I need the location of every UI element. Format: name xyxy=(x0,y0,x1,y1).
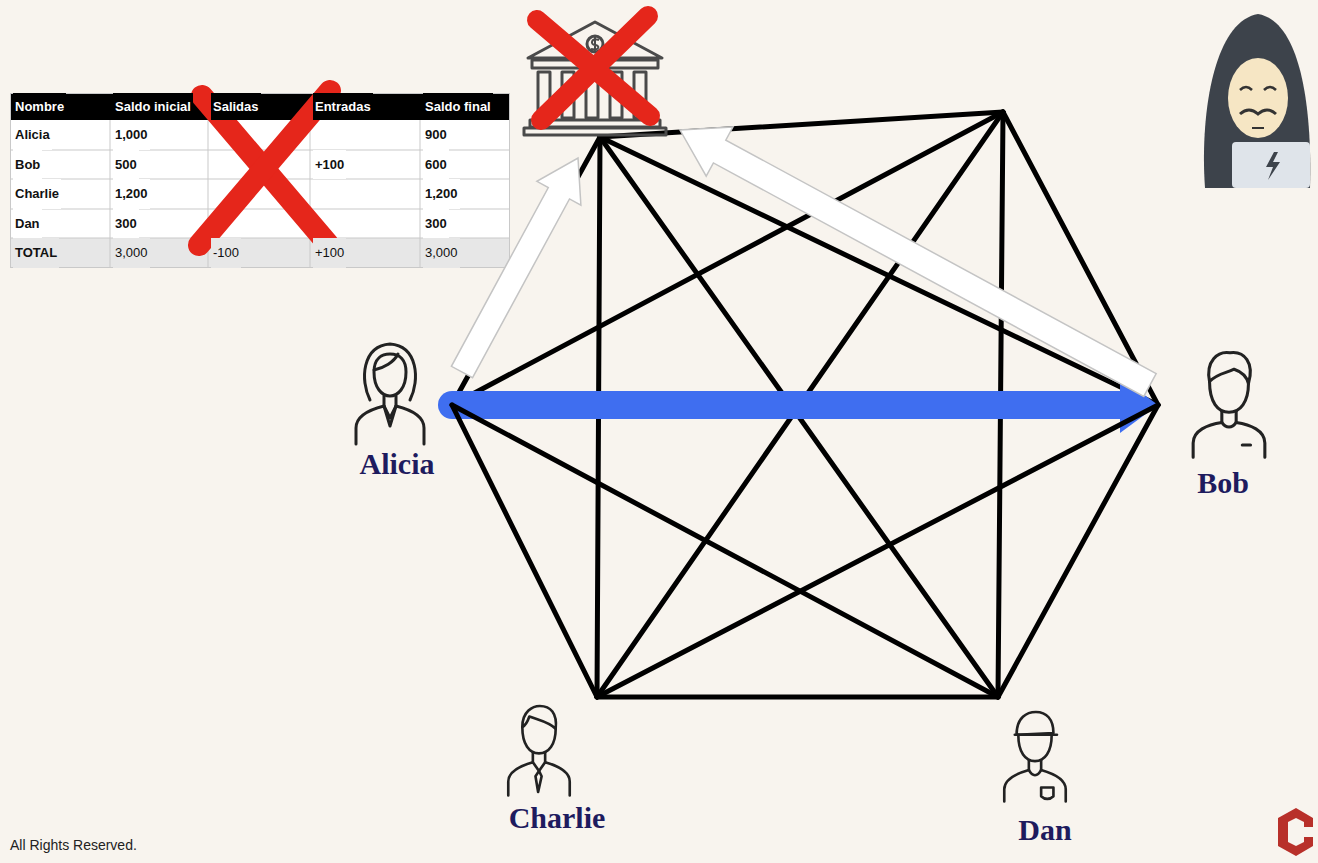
table-cell: 900 xyxy=(423,120,449,150)
icon-stroke xyxy=(356,406,424,444)
person-icon xyxy=(1187,340,1271,466)
white-arrow xyxy=(680,127,1156,397)
person-name: Charlie xyxy=(492,801,622,835)
icon-stroke xyxy=(535,771,541,792)
network-link xyxy=(998,405,1158,697)
icon-stroke xyxy=(1017,712,1054,735)
icon-stroke xyxy=(384,406,396,426)
table-rule xyxy=(110,120,111,268)
person-name: Bob xyxy=(1158,466,1288,500)
table-cell: Bob xyxy=(13,150,42,179)
footer-note: All Rights Reserved. xyxy=(8,836,139,854)
icon-stroke xyxy=(508,762,569,795)
table-rule xyxy=(420,120,421,268)
person-name: Dan xyxy=(990,813,1100,847)
table-cell: -100 xyxy=(211,238,241,268)
network-link xyxy=(597,695,998,700)
laptop-bolt xyxy=(1266,152,1280,180)
icon-stroke xyxy=(1210,381,1249,412)
icon-stroke xyxy=(374,354,406,396)
icon-stroke xyxy=(365,344,416,400)
table-cell: +100 xyxy=(313,238,346,268)
table-cell: Saldo final xyxy=(423,93,493,120)
bank-coin-mark xyxy=(591,36,599,52)
icon-stroke xyxy=(533,753,545,763)
icon-stroke xyxy=(1193,422,1265,457)
table-cell: Charlie xyxy=(13,179,61,209)
table-cell: +100 xyxy=(313,150,346,179)
brand-logo xyxy=(1278,808,1313,856)
icon-stroke xyxy=(1222,411,1236,422)
icon-stroke xyxy=(522,706,556,729)
table-cell: 1,000 xyxy=(113,120,150,150)
hacker-hood xyxy=(1204,14,1310,188)
table-rule xyxy=(310,120,311,268)
cross-mark xyxy=(537,16,650,120)
person-name: Alicia xyxy=(342,447,452,481)
person-node: Bob xyxy=(1158,340,1288,500)
person-node: Dan xyxy=(990,697,1100,847)
hacker-mask xyxy=(1228,58,1288,138)
person-icon xyxy=(999,697,1071,813)
table-cell: 300 xyxy=(423,209,449,238)
table-cell: TOTAL xyxy=(13,238,59,268)
icon-stroke xyxy=(522,727,555,753)
table-cell: 1,200 xyxy=(113,179,150,209)
icon-stroke xyxy=(1004,770,1065,802)
hacker-icon xyxy=(1204,14,1310,188)
table-cell: Dan xyxy=(13,209,42,238)
table-cell: 600 xyxy=(423,150,449,179)
icon-stroke xyxy=(374,354,398,370)
bank-step xyxy=(524,128,666,135)
table-cell: Alicia xyxy=(13,120,52,150)
hacker-laptop xyxy=(1232,142,1310,188)
mask-mustache xyxy=(1240,110,1276,114)
table-cell: 3,000 xyxy=(113,238,150,268)
network-link xyxy=(597,405,1158,697)
transfer-arrow xyxy=(452,391,1120,419)
person-icon xyxy=(350,335,432,447)
cross-stroke xyxy=(541,16,648,120)
icon-stroke xyxy=(1029,760,1041,770)
person-node: Charlie xyxy=(492,697,622,835)
cross-mark xyxy=(199,91,330,245)
mask-eyes xyxy=(1240,87,1276,90)
table-cell: Nombre xyxy=(13,93,66,120)
white-arrow xyxy=(451,158,581,378)
table-cell: 1,200 xyxy=(423,179,460,209)
table-cell: 3,000 xyxy=(423,238,460,268)
table-cell: Saldo inicial xyxy=(113,93,193,120)
mask-beard xyxy=(1252,127,1264,129)
icon-stroke xyxy=(1041,787,1053,798)
table-cell: 300 xyxy=(113,209,139,238)
network-link xyxy=(452,405,597,697)
table-cell: Salidas xyxy=(211,93,261,120)
person-icon xyxy=(503,697,575,801)
icon-stroke xyxy=(384,396,396,406)
icon-stroke xyxy=(1018,735,1051,761)
person-node: Alicia xyxy=(342,335,452,481)
table-total-band xyxy=(10,238,510,268)
icon-stroke xyxy=(1242,443,1250,446)
icon-stroke xyxy=(1209,353,1251,384)
table-cell: Entradas xyxy=(313,93,373,120)
cross-stroke xyxy=(199,91,330,245)
network-lines xyxy=(452,112,1158,697)
table-header-band xyxy=(10,93,510,120)
table-cell: 500 xyxy=(113,150,139,179)
network-link xyxy=(452,405,998,697)
